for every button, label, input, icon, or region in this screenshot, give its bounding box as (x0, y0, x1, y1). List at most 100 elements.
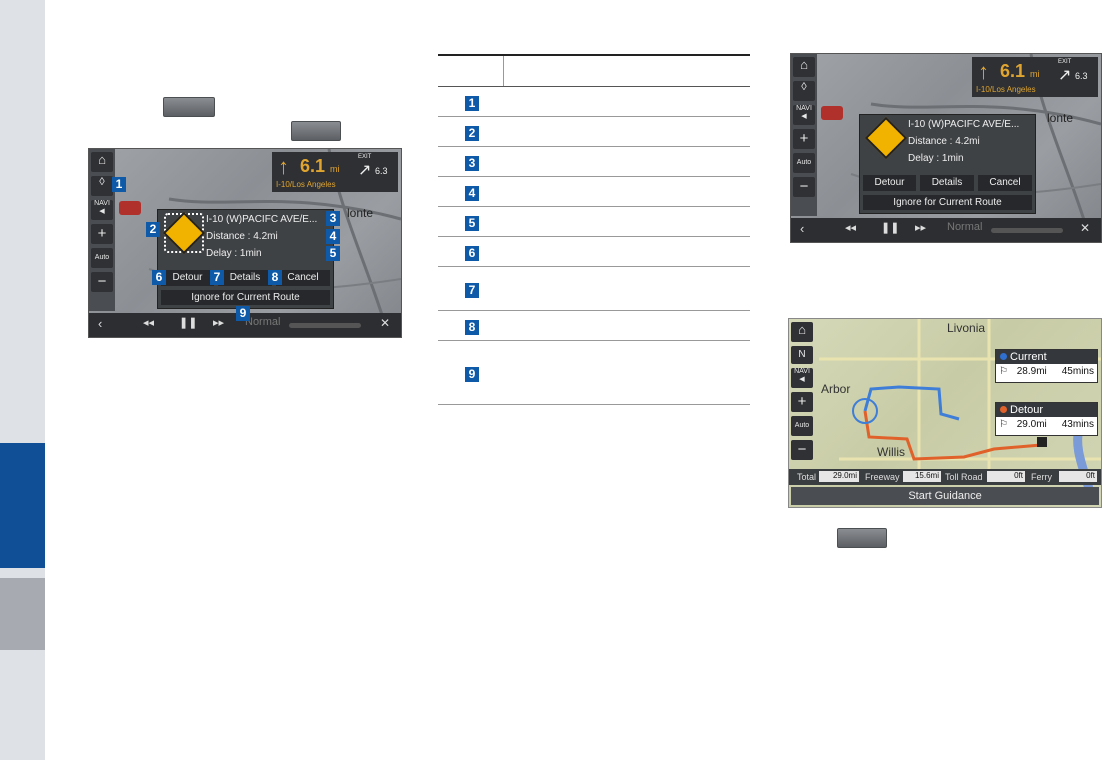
popup-title: I-10 (W)PACIFC AVE/E... (908, 119, 1020, 130)
table-header-number (438, 54, 504, 87)
back-button[interactable]: ‹ (800, 221, 804, 236)
auto-zoom-button[interactable]: Auto (793, 153, 815, 173)
compass-icon: ◊ (801, 81, 807, 93)
navi-volume-button[interactable]: NAVI◀ (791, 368, 813, 388)
detour-button[interactable]: Detour (161, 270, 214, 286)
volume-slider[interactable] (289, 323, 361, 328)
navi-volume-button[interactable]: NAVI◀ (91, 200, 113, 220)
pause-button[interactable]: ❚❚ (881, 221, 899, 234)
popup-distance: Distance : 4.2mi (908, 136, 980, 147)
zoom-out-button[interactable]: − (791, 440, 813, 460)
pause-icon: ❚❚ (881, 222, 900, 234)
side-index-tab (0, 578, 45, 650)
detour-route-dot (1000, 406, 1007, 413)
inline-button-graphic (163, 97, 215, 117)
details-button[interactable]: Details (920, 175, 974, 191)
current-route-distance: 28.9mi (1016, 366, 1047, 377)
table-row: 4 (438, 176, 750, 207)
fast-forward-button[interactable]: ▸▸ (915, 221, 926, 234)
legend-number: 9 (465, 367, 479, 382)
zoom-out-button[interactable]: − (793, 177, 815, 197)
current-route-card[interactable]: Current ⚐ 28.9mi 45mins (995, 349, 1098, 383)
table-row: 7 (438, 266, 750, 311)
back-button[interactable]: ‹ (98, 316, 102, 331)
close-button[interactable]: ✕ (380, 316, 390, 330)
navi-volume-button[interactable]: NAVI◀ (793, 105, 815, 125)
speed-label: Normal (947, 221, 983, 233)
table-row: 5 (438, 206, 750, 237)
turn-info-panel: ↑ 6.1 mi EXIT ↗ 6.3 I-10/Los Angeles (972, 57, 1098, 97)
rewind-button[interactable]: ◂◂ (143, 316, 154, 329)
chevron-left-icon: ‹ (98, 316, 103, 331)
turn-distance: 6.1 (1000, 61, 1026, 81)
callout-7: 7 (210, 270, 224, 285)
map-place-label: Livonia (947, 321, 986, 335)
side-index-active-tab (0, 443, 45, 568)
legend-number: 8 (465, 320, 479, 335)
callout-9: 9 (236, 306, 250, 321)
current-route-dot (1000, 353, 1007, 360)
inline-button-graphic (837, 528, 887, 548)
cancel-button[interactable]: Cancel (978, 175, 1032, 191)
table-header-description (503, 54, 750, 87)
start-guidance-button[interactable]: Start Guidance (791, 487, 1099, 505)
compass-button[interactable]: ◊ (91, 176, 113, 196)
volume-slider[interactable] (991, 228, 1063, 233)
media-control-bar: ‹ ◂◂ ❚❚ ▸▸ Normal ✕ (89, 313, 401, 337)
popup-delay: Delay : 1min (908, 153, 964, 164)
home-button[interactable]: ⌂ (791, 322, 813, 342)
traffic-icon (821, 106, 843, 120)
home-button[interactable]: ⌂ (91, 152, 113, 172)
close-icon: ✕ (1080, 221, 1091, 235)
detour-route-label: Detour (1010, 404, 1044, 416)
zoom-in-button[interactable]: + (793, 129, 815, 149)
popup-title: I-10 (W)PACIFC AVE/E... (206, 214, 318, 225)
rewind-icon: ◂◂ (143, 317, 155, 329)
arrow-up-icon: ↑ (278, 154, 289, 179)
popup-delay: Delay : 1min (206, 248, 262, 259)
detour-button[interactable]: Detour (863, 175, 916, 191)
close-button[interactable]: ✕ (1080, 221, 1090, 235)
road-name: I-10/Los Angeles (976, 85, 1036, 94)
map-place-label: lonte (1047, 111, 1074, 125)
zoom-in-button[interactable]: + (91, 224, 113, 244)
rewind-button[interactable]: ◂◂ (845, 221, 856, 234)
zoom-in-button[interactable]: + (791, 392, 813, 412)
ignore-route-button[interactable]: Ignore for Current Route (161, 290, 330, 305)
fast-forward-icon: ▸▸ (915, 222, 927, 234)
exit-label: EXIT (358, 154, 372, 160)
ignore-route-button[interactable]: Ignore for Current Route (863, 195, 1032, 210)
zoom-out-button[interactable]: − (91, 272, 113, 292)
callout-6: 6 (152, 270, 166, 285)
compass-button[interactable]: ◊ (793, 81, 815, 101)
cancel-button[interactable]: Cancel (276, 270, 330, 286)
left-button-column: ⌂ N NAVI◀ + Auto − (789, 319, 815, 475)
map-place-label: Willis (877, 445, 905, 459)
callout-1: 1 (112, 177, 126, 192)
toll-road-value: 0ft (987, 471, 1025, 482)
north-up-button[interactable]: N (791, 346, 813, 364)
navi-label: NAVI (94, 200, 110, 207)
auto-zoom-button[interactable]: Auto (91, 248, 113, 268)
map-place-label: lonte (347, 206, 374, 220)
table-row: 6 (438, 236, 750, 267)
turn-distance-unit: mi (330, 164, 340, 174)
detour-route-distance: 29.0mi (1016, 419, 1047, 430)
detour-route-time: 43mins (1061, 419, 1094, 430)
media-control-bar: ‹ ◂◂ ❚❚ ▸▸ Normal ✕ (791, 218, 1101, 242)
rewind-icon: ◂◂ (845, 222, 857, 234)
pause-button[interactable]: ❚❚ (179, 316, 197, 329)
popup-distance: Distance : 4.2mi (206, 231, 278, 242)
home-button[interactable]: ⌂ (793, 57, 815, 77)
pause-icon: ❚❚ (179, 317, 198, 329)
traffic-icon (119, 201, 141, 215)
details-button[interactable]: Details (218, 270, 272, 286)
legend-number: 3 (465, 156, 479, 171)
detour-route-card[interactable]: Detour ⚐ 29.0mi 43mins (995, 402, 1098, 436)
arrow-up-icon: ↑ (978, 59, 989, 84)
next-distance: 6.3 (1075, 71, 1088, 81)
route-stats-bar: Total 29.0mi Freeway 15.6mi Toll Road 0f… (789, 469, 1101, 485)
turn-distance-unit: mi (1030, 69, 1040, 79)
fast-forward-button[interactable]: ▸▸ (213, 316, 224, 329)
auto-zoom-button[interactable]: Auto (791, 416, 813, 436)
